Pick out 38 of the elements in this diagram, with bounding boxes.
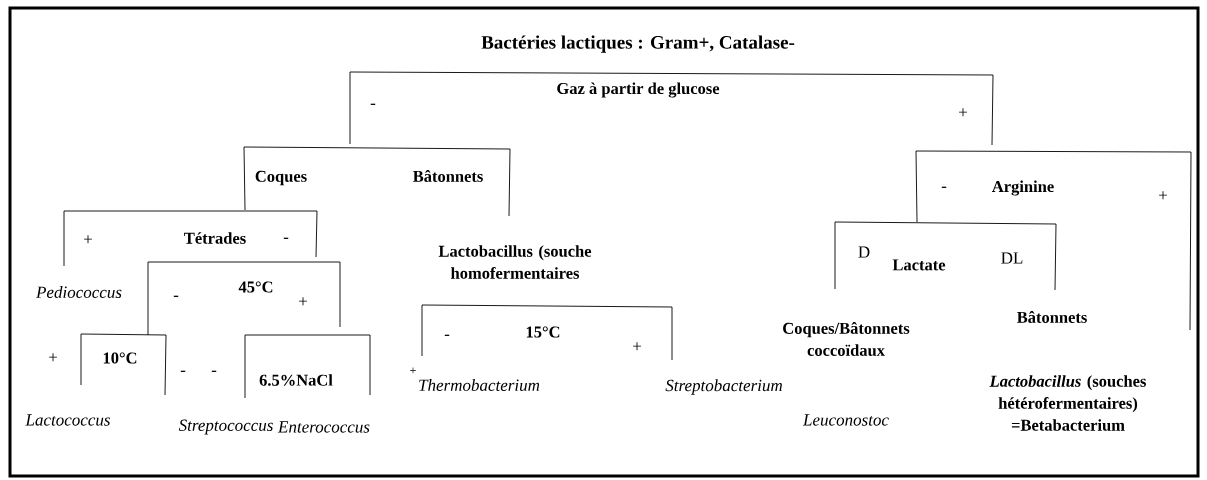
genus-label: Pediococcus (35, 286, 122, 298)
outcome-sign: + (1159, 191, 1167, 200)
outcome-sign: - (283, 237, 289, 239)
test-label: 45°C (238, 281, 273, 293)
genus-label: Lactococcus (25, 414, 110, 426)
outcome-sign: - (370, 103, 376, 105)
title: Bactéries lactiques : Gram+, Catalase- (481, 35, 795, 53)
outcome-sign: - (180, 370, 186, 372)
genus-label: Lactobacillus (souches hétérofermentaires) =Betabacterium (989, 375, 1146, 431)
test-label: Gaz à partir de glucose (557, 82, 720, 98)
test-label: 15°C (526, 326, 560, 338)
test-label: Arginine (992, 180, 1054, 196)
outcome-sign: - (211, 370, 217, 372)
genus-label: Streptobacterium (665, 379, 782, 395)
test-label: 6.5%NaCl (259, 374, 333, 386)
outcome-sign: + (84, 235, 92, 244)
outcome-sign: + (299, 297, 307, 306)
outcome-sign: DL (1001, 252, 1023, 264)
outcome-sign: D (858, 246, 870, 258)
genus-label: Leuconostoc (802, 414, 889, 426)
outcome-sign: + (49, 353, 57, 362)
group-label: Lactobacillus (souche homofermentaires (438, 245, 592, 279)
genus-label: Enterococcus (277, 421, 370, 433)
test-label: Lactate (892, 259, 946, 271)
group-label: Bâtonnets (1017, 311, 1087, 323)
genus-label: Thermobacterium (419, 379, 540, 391)
outcome-sign: - (173, 295, 179, 297)
outcome-sign: - (444, 334, 450, 336)
outcome-sign: + (959, 108, 967, 117)
genus-label: Streptococcus (178, 419, 273, 435)
test-label: 10°C (103, 352, 137, 364)
group-label: Coques/Bâtonnets coccoïdaux (783, 322, 910, 356)
outcome-sign: + (633, 342, 641, 351)
test-label: Tétrades (184, 232, 246, 244)
outcome-sign: - (941, 186, 947, 188)
outcome-sign: + (410, 367, 416, 374)
group-label: Bâtonnets (413, 170, 483, 182)
group-label: Coques (255, 170, 307, 186)
